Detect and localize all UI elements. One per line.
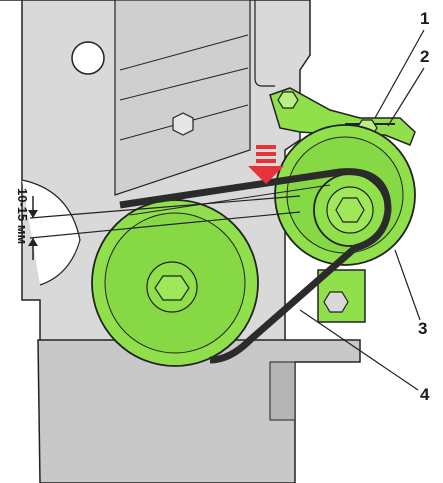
- tensioner-bracket-arm: [269, 87, 416, 146]
- engine-block-bolt: [172, 112, 194, 136]
- down-arrow-head: [248, 166, 284, 184]
- down-arrow-icon: [248, 145, 284, 184]
- engine-block-rib-2: [119, 67, 249, 101]
- deflection-line-upper: [29, 195, 301, 219]
- drive-belt-loop: [119, 168, 392, 364]
- down-arrow-bar-3: [256, 159, 276, 163]
- engine-block-hole: [71, 41, 105, 75]
- dimension-arrowhead-bottom: [28, 238, 38, 246]
- callout-4: 4: [420, 385, 430, 404]
- callout-leader-1: [374, 29, 425, 119]
- callout-2: 2: [420, 47, 429, 66]
- drive-belt: [119, 168, 392, 364]
- drive-belt-top-inner: [129, 184, 331, 216]
- crankshaft-pulley: [91, 199, 259, 367]
- engine-block: [0, 0, 361, 483]
- callout-leaders: [299, 29, 425, 391]
- alternator-pulley-nut: [335, 197, 365, 223]
- tensioner-mount-bolt: [323, 291, 349, 313]
- callout-1: 1: [420, 9, 429, 28]
- down-arrow-bar-1: [256, 145, 276, 149]
- dimension-arrowhead-top: [28, 210, 38, 218]
- alternator-pulley: [313, 173, 387, 247]
- engine-block-hook: [254, 77, 275, 87]
- deflection-line-lower: [29, 211, 301, 239]
- engine-block-upper-panel: [114, 0, 251, 196]
- callout-leader-2: [387, 67, 425, 127]
- deflection-measurement: 10-15 мм: [15, 188, 301, 260]
- engine-block-lower-flange: [269, 361, 296, 421]
- crankshaft-pulley-bolt: [154, 275, 190, 301]
- down-arrow-bar-2: [256, 152, 276, 156]
- callout-3: 3: [418, 319, 427, 338]
- callout-leader-3: [394, 249, 421, 321]
- dimension-label: 10-15 мм: [15, 188, 30, 244]
- bracket-left-bolt: [277, 91, 299, 109]
- callout-leader-4: [299, 309, 419, 391]
- engine-block-rib-1: [119, 34, 249, 71]
- engine-block-left-bulge: [21, 179, 81, 286]
